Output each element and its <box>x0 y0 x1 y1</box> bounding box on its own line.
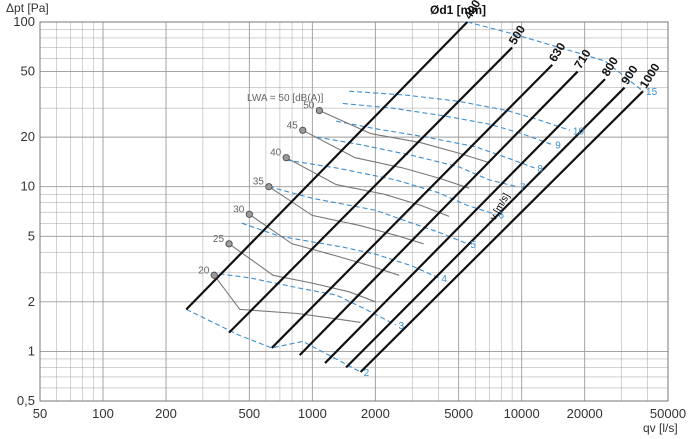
diameter-label: 800 <box>599 54 622 79</box>
sound-level-label: 40 <box>270 148 282 159</box>
sound-level-label: 45 <box>287 120 299 131</box>
duct-line-400 <box>185 21 469 311</box>
duct-line-800 <box>324 78 606 364</box>
x-tick-label: 50000 <box>650 406 686 421</box>
velocity-line-4 <box>241 222 439 279</box>
velocity-label: 3 <box>399 321 405 332</box>
velocity-label: 9 <box>555 141 561 152</box>
sound-level-label: 25 <box>213 234 225 245</box>
sound-marker <box>225 240 233 248</box>
sound-line-20 <box>213 274 361 323</box>
velocity-legend: v [m/s] <box>488 191 512 222</box>
y-tick-label: 20 <box>21 129 35 144</box>
x-tick-label: 100 <box>92 406 114 421</box>
x-tick-label: 50 <box>33 406 47 421</box>
y-axis-label: Δpt [Pa] <box>6 1 49 15</box>
x-tick-label: 20000 <box>567 406 603 421</box>
velocity-line-9 <box>342 102 553 146</box>
grid <box>39 21 669 402</box>
x-tick-label: 1000 <box>298 406 327 421</box>
sound-marker <box>299 126 307 134</box>
sound-line-30 <box>248 213 400 276</box>
diameter-legend: Ød1 [mm] <box>430 3 486 17</box>
velocity-line-8 <box>336 120 535 169</box>
sound-marker <box>245 210 253 218</box>
velocity-label: 5 <box>470 240 476 251</box>
velocity-line-10 <box>349 90 571 131</box>
y-tick-label: 50 <box>21 64 35 79</box>
diameter-label: 1000 <box>637 60 663 90</box>
y-tick-label: 5 <box>28 228 35 243</box>
velocity-label: 6 <box>499 210 505 221</box>
diameter-label: 710 <box>571 46 594 71</box>
tick-labels: 50 100 200 500 1000 2000 5000 10000 20000 50000 0,… <box>13 14 686 421</box>
diameter-label: 630 <box>546 40 569 65</box>
sound-marker <box>315 106 323 115</box>
duct-diameter-lines <box>185 21 644 373</box>
x-tick-label: 10000 <box>504 406 540 421</box>
velocity-label: 8 <box>537 164 543 175</box>
duct-line-630 <box>270 63 554 349</box>
sound-level-label: 35 <box>253 177 265 188</box>
x-tick-label: 200 <box>155 406 177 421</box>
y-tick-label: 10 <box>21 179 35 194</box>
sound-line-40 <box>285 157 450 217</box>
x-axis-label: qv [l/s] <box>643 421 678 435</box>
velocity-line-7 <box>316 136 518 188</box>
velocity-label: 10 <box>573 126 585 137</box>
sound-line-50 <box>319 109 490 164</box>
sound-marker <box>282 154 290 162</box>
sound-marker <box>210 271 218 279</box>
sound-marker <box>265 183 273 191</box>
diameter-label: 500 <box>506 22 529 47</box>
y-tick-label: 1 <box>28 343 35 358</box>
duct-line-500 <box>228 46 513 334</box>
velocity-line-6 <box>286 159 496 215</box>
velocity-label: 2 <box>364 368 370 379</box>
sound-line-45 <box>302 129 470 189</box>
sound-line-35 <box>268 186 424 245</box>
sound-level-legend: LWA = 50 [dB(A)] <box>247 93 324 104</box>
velocity-label: 4 <box>441 274 447 285</box>
duct-line-900 <box>345 86 626 369</box>
sound-level-label: 30 <box>233 204 245 215</box>
sound-level-label: 50 <box>303 101 315 112</box>
x-tick-label: 500 <box>238 406 260 421</box>
y-tick-label: 2 <box>28 294 35 309</box>
plot-frame <box>39 21 669 402</box>
y-tick-label: 0,5 <box>17 393 35 408</box>
velocity-label: 7 <box>520 183 526 194</box>
velocity-line-5 <box>268 186 468 245</box>
sound-level-markers <box>210 106 323 279</box>
y-tick-label: 100 <box>13 14 35 29</box>
duct-line-710 <box>298 70 579 356</box>
x-tick-label: 5000 <box>444 406 473 421</box>
x-tick-label: 2000 <box>361 406 390 421</box>
sound-level-lines <box>213 109 490 323</box>
velocity-label: 15 <box>646 87 658 98</box>
duct-line-1000 <box>359 90 644 373</box>
sound-level-label: 20 <box>198 265 210 276</box>
